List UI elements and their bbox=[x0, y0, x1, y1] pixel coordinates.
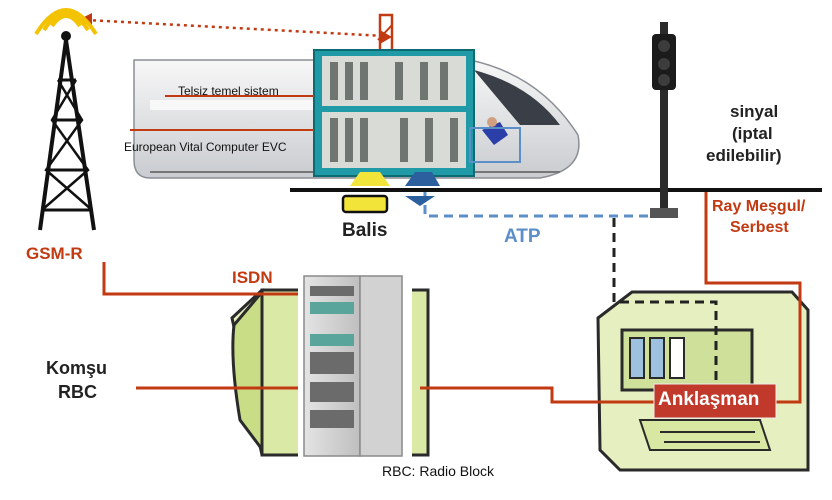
anklasman-box bbox=[653, 383, 777, 419]
radio-link bbox=[85, 18, 386, 38]
sinyal-label: sinyal bbox=[730, 102, 779, 121]
gsm-r-tower-icon bbox=[34, 8, 98, 231]
edilebilir-label: edilebilir) bbox=[706, 146, 782, 165]
balise-icon bbox=[341, 194, 389, 214]
rbc-caption: RBC: Radio Block bbox=[382, 463, 495, 479]
evc-label: European Vital Computer EVC bbox=[124, 140, 287, 154]
balis-label: Balis bbox=[342, 220, 388, 241]
iptal-label: (iptal bbox=[732, 124, 773, 143]
atp-label: ATP bbox=[504, 226, 541, 247]
gsm-r-label: GSM-R bbox=[26, 244, 83, 263]
isdn-label: ISDN bbox=[232, 268, 273, 287]
komsu-label: Komşu bbox=[46, 358, 108, 378]
signal-interlocking-dashed-link bbox=[612, 218, 718, 388]
track-occupancy-link bbox=[704, 190, 802, 404]
onboard-equipment bbox=[130, 49, 521, 177]
radio-arrow-right bbox=[380, 30, 392, 44]
server-rack-icon bbox=[298, 272, 412, 462]
serbest-label: Serbest bbox=[730, 219, 789, 236]
balise-antenna bbox=[350, 172, 390, 186]
anklasman-label: Anklaşman bbox=[658, 389, 760, 410]
atp-sensor-icon bbox=[405, 196, 435, 206]
rbc-neighbor-label: RBC bbox=[58, 382, 97, 402]
railway-signal-icon bbox=[650, 22, 678, 218]
telsiz-label: Telsiz temel sistem bbox=[178, 84, 279, 98]
atp-antenna bbox=[405, 172, 440, 186]
isdn-link bbox=[102, 262, 300, 296]
interlocking-computer-icon bbox=[596, 290, 810, 472]
atp-link bbox=[423, 190, 662, 218]
rbc-interlocking-link bbox=[420, 386, 655, 404]
ray-mesgul-label: Ray Meşgul/ bbox=[712, 198, 806, 215]
